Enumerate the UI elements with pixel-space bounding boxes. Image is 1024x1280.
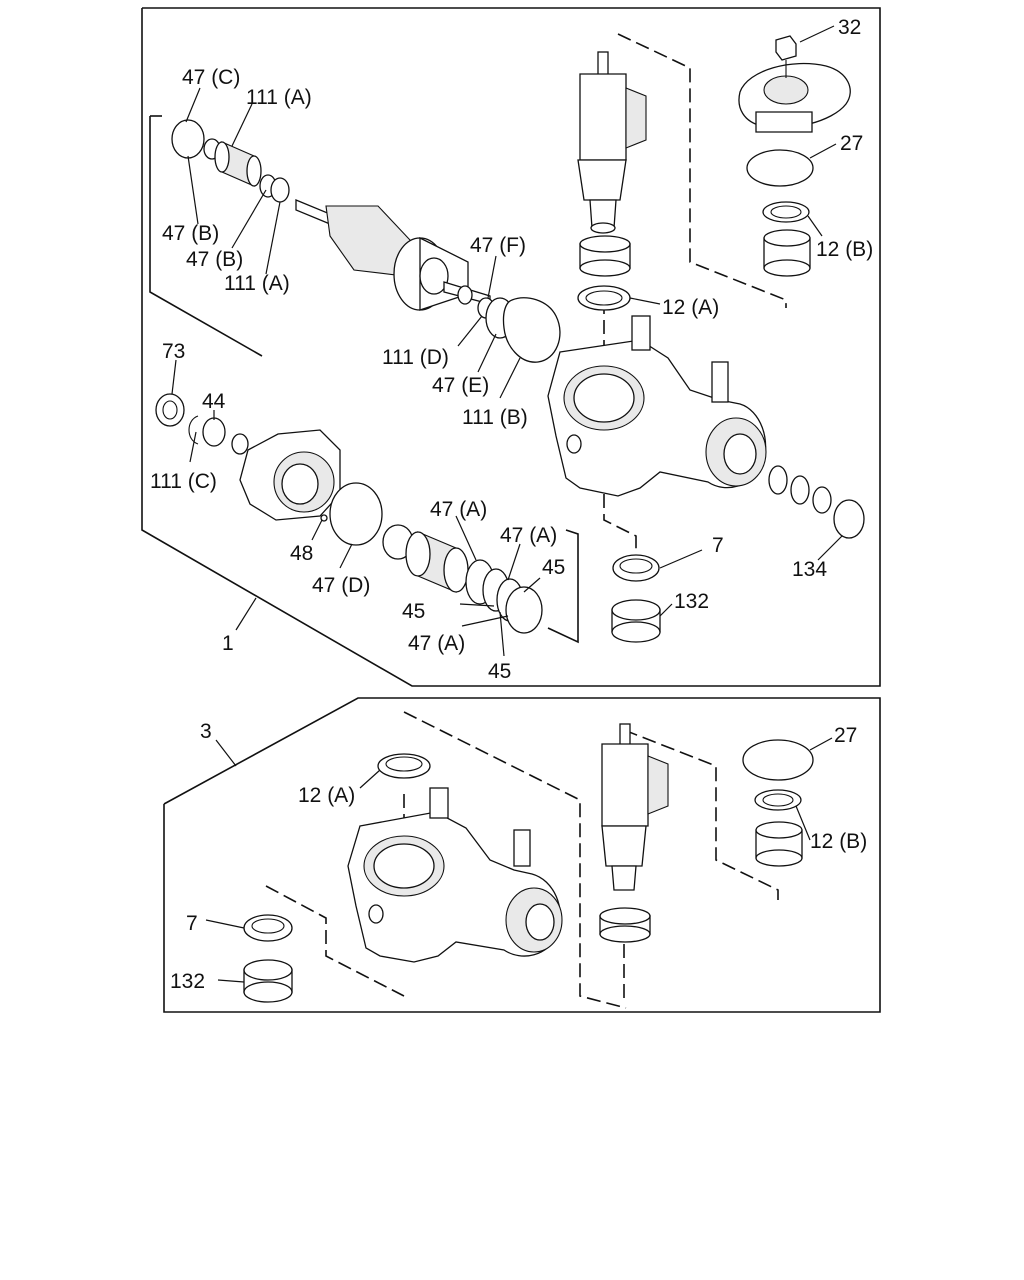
- label-132-lower: 132: [170, 970, 205, 993]
- label-32: 32: [838, 16, 861, 39]
- ring-right-3: [812, 486, 832, 514]
- input-shaft-part: [295, 199, 491, 311]
- pinion-dash-line: [617, 33, 787, 308]
- cap-132-lower: [243, 959, 293, 1003]
- label-47a-2: 47 (A): [500, 524, 557, 547]
- bracket-47a: [547, 529, 579, 644]
- label-47d: 47 (D): [312, 574, 370, 597]
- seal-134-ring: [833, 499, 865, 539]
- label-47c: 47 (C): [182, 66, 240, 89]
- label-47b-1: 47 (B): [162, 222, 219, 245]
- label-132-upper: 132: [674, 590, 709, 613]
- label-111c: 111 (C): [150, 470, 217, 493]
- lower-assembly: 3: [163, 697, 881, 1013]
- label-47b-2: 47 (B): [186, 248, 243, 271]
- pinion-shaft-part: [577, 51, 647, 234]
- label-27-lower: 27: [834, 724, 857, 747]
- label-27-upper: 27: [840, 132, 863, 155]
- seal-12b-ring: [762, 201, 810, 223]
- housing-bottom-dash: [603, 494, 637, 550]
- ring-right-2: [790, 475, 810, 505]
- label-45-2: 45: [402, 600, 425, 623]
- label-47a-1: 47 (A): [430, 498, 487, 521]
- seal-47c-ring: [171, 119, 205, 159]
- lower-labels: 27 12 (A) 12 (B) 7 132: [170, 724, 867, 993]
- side-cover-part: [239, 429, 341, 522]
- label-44: 44: [202, 390, 226, 413]
- snap-ring-111c: [188, 415, 199, 445]
- label-12b-upper: 12 (B): [816, 238, 873, 261]
- label-12a-lower: 12 (A): [298, 784, 355, 807]
- label-111a-top: 111 (A): [246, 86, 312, 109]
- label-111b: 111 (B): [462, 406, 528, 429]
- o-ring-47d: [329, 482, 383, 546]
- label-7-upper: 7: [712, 534, 724, 557]
- upper-leader-lines: [171, 25, 843, 657]
- label-12b-lower: 12 (B): [810, 830, 867, 853]
- upper-assembly-frame: [141, 7, 881, 687]
- needle-bearing-lower: [599, 907, 651, 943]
- piston-part: [405, 531, 469, 593]
- valve-sleeve-part: [203, 138, 290, 203]
- label-47e: 47 (E): [432, 374, 489, 397]
- label-111d: 111 (D): [382, 346, 449, 369]
- label-45-3: 45: [488, 660, 511, 683]
- seal-12a-lower: [377, 753, 431, 779]
- gasket-27-lower: [742, 739, 814, 781]
- top-cover-part: [738, 35, 851, 133]
- lower-assembly-frame: [163, 697, 881, 1013]
- upper-assembly: 1: [141, 7, 881, 687]
- needle-bearing-upper: [579, 235, 631, 277]
- cap-132-part: [611, 599, 661, 643]
- gear-housing-part: [547, 315, 767, 497]
- label-48: 48: [290, 542, 313, 565]
- label-111a-bottom: 111 (A): [224, 272, 290, 295]
- gasket-27: [746, 149, 814, 187]
- seal-45-ring-2: [505, 586, 543, 634]
- callout-3-leader: [215, 739, 237, 767]
- label-47a-3: 47 (A): [408, 632, 465, 655]
- lower-dash-bottom: [265, 885, 405, 997]
- label-47f: 47 (F): [470, 234, 526, 257]
- bearing-44: [202, 417, 226, 447]
- callout-1-leader: [235, 597, 257, 631]
- upper-left-bracket: [149, 116, 263, 357]
- needle-bearing-12b: [763, 229, 811, 277]
- gear-housing-lower: [347, 787, 563, 963]
- seal-12b-lower: [754, 789, 802, 811]
- needle-bearing-12b-lower: [755, 821, 803, 867]
- upper-labels: 32 47 (C) 111 (A) 27 47 (B) 47 (B) 12 (B…: [150, 16, 873, 683]
- label-134: 134: [792, 558, 827, 581]
- label-12a-upper: 12 (A): [662, 296, 719, 319]
- callout-1-label: 1: [222, 632, 234, 655]
- ring-right-1: [768, 465, 788, 495]
- label-45-1: 45: [542, 556, 565, 579]
- label-73: 73: [162, 340, 185, 363]
- callout-3-label: 3: [200, 720, 212, 743]
- label-7-lower: 7: [186, 912, 198, 935]
- lower-dash-pinion: [623, 729, 779, 900]
- seal-111b-ring: [502, 297, 561, 363]
- pinion-shaft-lower: [601, 723, 669, 891]
- lower-leader-lines: [205, 737, 833, 983]
- oil-seal-73: [155, 393, 185, 427]
